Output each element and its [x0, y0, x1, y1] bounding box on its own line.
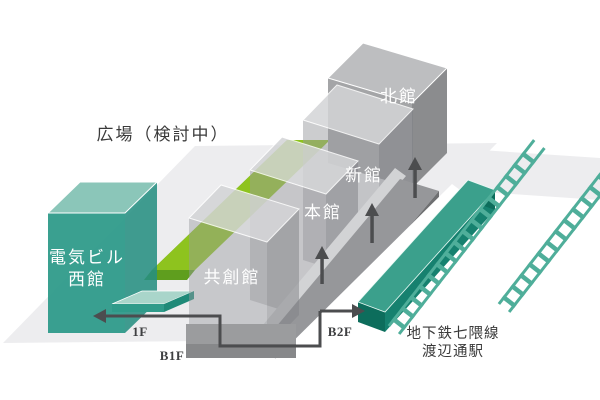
access-arrow-1: [315, 246, 329, 284]
station-label-line1: 地下鉄七隈線: [407, 325, 500, 342]
building-kyoso-top: [188, 184, 300, 243]
deck-front: [112, 304, 164, 312]
building-shinkan-top: [302, 84, 414, 145]
floor-label-b2f: B2F: [328, 324, 353, 339]
floor-label-1f: 1F: [132, 324, 147, 339]
building-honkan-top: [249, 136, 359, 195]
deck-side: [164, 291, 194, 312]
railway-track-back: [497, 161, 600, 313]
building-denki-west-front: [48, 213, 125, 333]
building-kyoso-side: [267, 209, 299, 348]
station-label-line2: 渡辺通駅: [422, 343, 484, 360]
building-denki-west-label-line2: 西館: [68, 270, 106, 289]
railway-ties-front: [391, 151, 537, 331]
road-top: [255, 179, 439, 364]
building-denki-west-top: [46, 181, 159, 214]
plaza-label: 広場（検討中）: [97, 125, 230, 144]
building-kitakan-top: [327, 42, 448, 104]
walkway-arrowhead-1f: [93, 309, 106, 323]
building-kitakan-side: [412, 68, 447, 188]
building-kyoso-label: 共創館: [204, 268, 261, 287]
building-shinkan-label: 新館: [345, 166, 383, 185]
walkway-arrowhead-b2f: [352, 304, 365, 318]
railway-ties-back: [501, 173, 600, 309]
floor-label-b1f: B1F: [160, 348, 185, 363]
building-honkan-label: 本館: [304, 203, 342, 222]
building-kitakan-label: 北館: [380, 87, 418, 106]
building-kyoso: [188, 184, 300, 348]
access-arrow-3: [408, 157, 422, 198]
building-denki-west-label-line1: 電気ビル: [49, 248, 125, 267]
access-arrow-2: [365, 203, 379, 243]
railway-track-front: [387, 139, 546, 335]
walkway-path: [104, 311, 322, 348]
